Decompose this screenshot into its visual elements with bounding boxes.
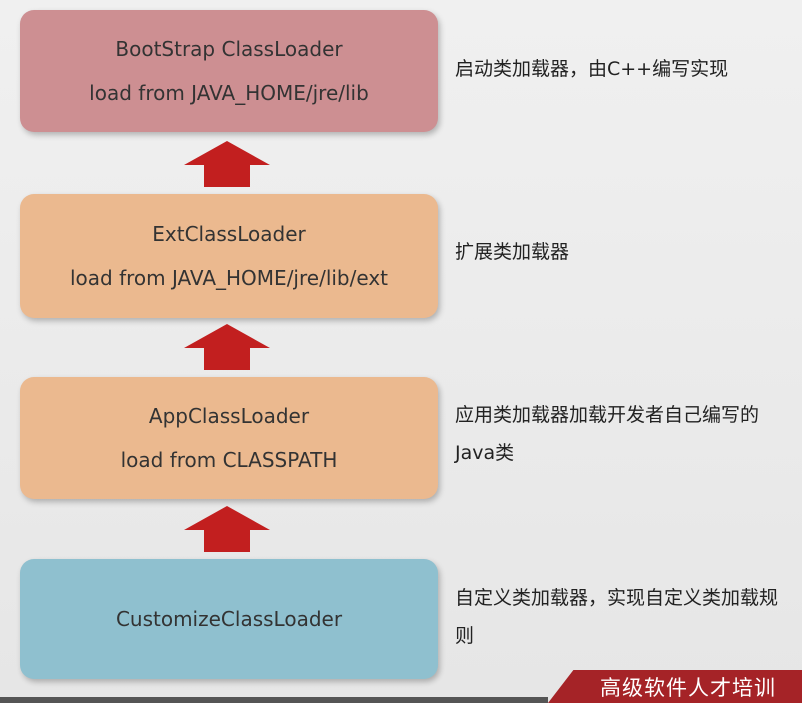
app-classloader-name: AppClassLoader — [148, 404, 310, 428]
customize-classloader-name: CustomizeClassLoader — [115, 607, 343, 631]
bootstrap-classloader-box: BootStrap ClassLoader load from JAVA_HOM… — [20, 10, 438, 132]
ext-classloader-box: ExtClassLoader load from JAVA_HOME/jre/l… — [20, 194, 438, 318]
app-classloader-source: load from CLASSPATH — [120, 448, 338, 472]
bootstrap-classloader-name: BootStrap ClassLoader — [115, 37, 343, 61]
footer-banner — [548, 670, 802, 703]
ext-classloader-source: load from JAVA_HOME/jre/lib/ext — [69, 266, 388, 290]
footer-banner-text: 高级软件人才培训 — [600, 676, 776, 700]
ext-classloader-description: 扩展类加载器 — [455, 241, 570, 263]
up-arrow-icon — [184, 324, 270, 370]
up-arrow-icon — [184, 141, 270, 187]
bootstrap-classloader-description: 启动类加载器，由C++编写实现 — [455, 58, 729, 80]
app-classloader-description: 应用类加载器加载开发者自己编写的Java类 — [455, 404, 760, 464]
ext-classloader-name: ExtClassLoader — [152, 222, 306, 246]
footer-bar — [0, 697, 548, 703]
app-classloader-box: AppClassLoader load from CLASSPATH — [20, 377, 438, 499]
customize-classloader-description: 自定义类加载器，实现自定义类加载规则 — [455, 587, 779, 647]
customize-classloader-box: CustomizeClassLoader — [20, 559, 438, 679]
up-arrow-icon — [184, 506, 270, 552]
bootstrap-classloader-source: load from JAVA_HOME/jre/lib — [89, 81, 369, 105]
